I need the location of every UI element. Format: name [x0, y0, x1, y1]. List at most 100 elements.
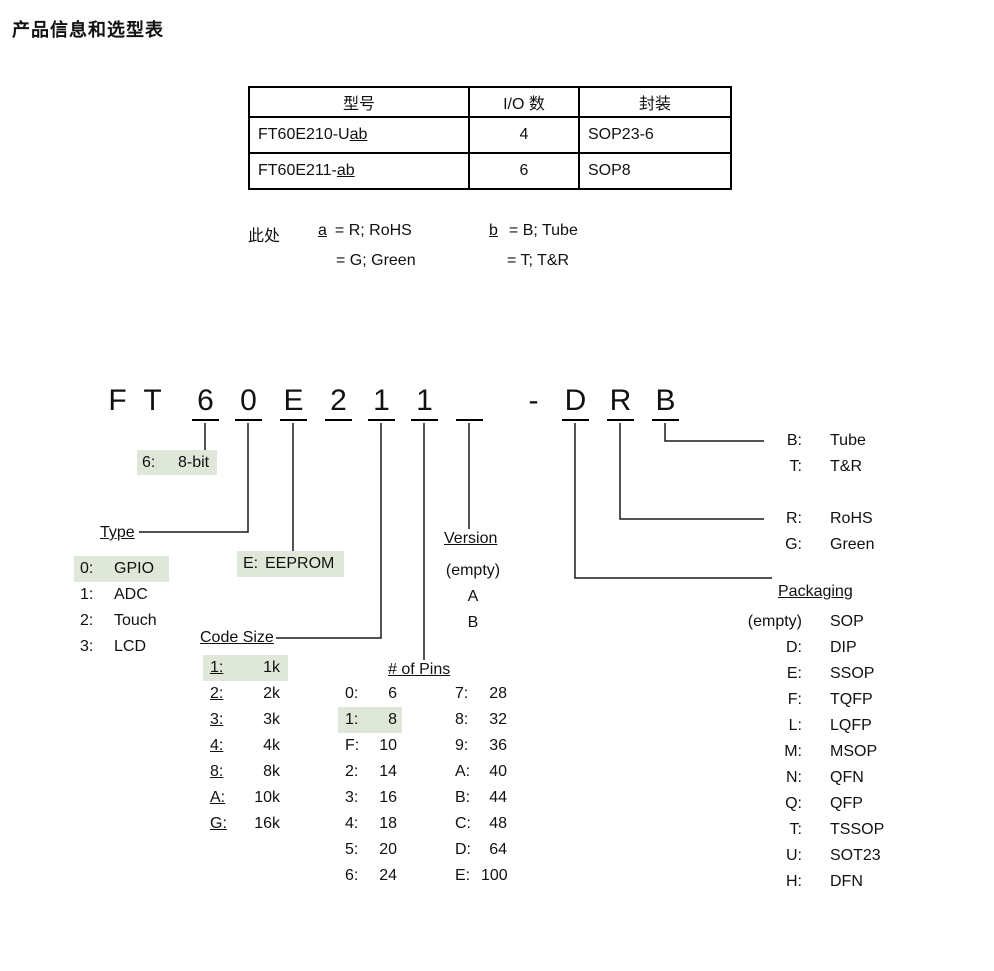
pins-key: B:	[455, 789, 471, 806]
pins-key: 3:	[345, 789, 359, 806]
note-label: 此处	[248, 228, 281, 245]
rohs-value: RoHS	[830, 510, 873, 527]
col-header-io: I/O 数	[468, 86, 580, 118]
pins-value: 28	[489, 685, 507, 702]
code-size-key: 2:	[210, 685, 224, 702]
rohs-legend: R:RoHS G:Green	[740, 506, 874, 558]
pn-char: 1	[411, 384, 438, 421]
pins-column-2: 7:28 8:32 9:36 A:40 B:44 C:48 D:64 E:100	[448, 681, 512, 889]
type-key: 2:	[80, 612, 94, 629]
pins-item-selected: 1: 8	[338, 707, 402, 733]
eeprom-value: EEPROM	[265, 555, 335, 572]
note-a-line1: a = R; RoHS	[318, 222, 412, 240]
note-b-line1: b = B; Tube	[489, 222, 578, 240]
pins-value: 64	[489, 841, 507, 858]
pins-key: 0:	[345, 685, 359, 702]
model-prefix: FT60E210-U	[258, 126, 350, 143]
packaging-key: T:	[789, 821, 802, 838]
selection-table: 型号 I/O 数 封装 FT60E210-Uab 4 SOP23-6 FT60E…	[248, 86, 732, 190]
code-size-value: 1k	[263, 659, 280, 676]
pins-item: 7: 28	[448, 681, 512, 707]
pn-char-dash: -	[528, 384, 539, 417]
code-size-value: 16k	[254, 815, 280, 832]
family-key: 6:	[142, 453, 156, 471]
col-header-model: 型号	[248, 86, 470, 118]
packaging-item: T: TSSOP	[740, 817, 885, 843]
type-key: 0:	[80, 560, 94, 577]
note-a-value1: = R; RoHS	[334, 222, 412, 239]
table-row: FT60E210-Uab 4 SOP23-6	[248, 116, 732, 154]
packaging-value: DFN	[830, 873, 863, 890]
note-b-key: b	[489, 222, 498, 239]
pins-key: D:	[455, 841, 471, 858]
packaging-item: E: SSOP	[740, 661, 884, 687]
model-cell: FT60E210-Uab	[248, 116, 470, 154]
rohs-value: Green	[830, 536, 875, 553]
packaging-value: QFP	[830, 795, 863, 812]
page-title: 产品信息和选型表	[12, 20, 164, 40]
pins-column-1: 0:6 1:8 F:10 2:14 3:16 4:18 5:20 6:24	[338, 681, 402, 889]
code-size-item: G:16k	[203, 811, 288, 837]
packaging-value: SSOP	[830, 665, 875, 682]
note-a-key: a	[318, 222, 327, 239]
pins-value: 16	[379, 789, 397, 806]
pins-value: 44	[489, 789, 507, 806]
packaging-value: TSSOP	[830, 821, 885, 838]
code-size-key: 4:	[210, 737, 224, 754]
type-key: 1:	[80, 586, 94, 603]
pins-item: B: 44	[448, 785, 512, 811]
pins-value: 32	[489, 711, 507, 728]
packaging-key: L:	[788, 717, 802, 734]
pins-value: 24	[379, 867, 397, 884]
family-legend: 6: 8-bit	[137, 450, 218, 475]
pins-item: 8: 32	[448, 707, 512, 733]
io-cell: 4	[468, 116, 580, 154]
packaging-value: SOT23	[830, 847, 881, 864]
note-b-value1: = B; Tube	[508, 222, 578, 239]
code-size-key: 1:	[210, 659, 224, 676]
packaging-item: M:MSOP	[740, 739, 884, 765]
pins-key: 1:	[345, 711, 359, 728]
connector-type	[139, 423, 249, 533]
pins-item: F:10	[338, 733, 402, 759]
pins-value: 8	[388, 711, 397, 728]
table-header-row: 型号 I/O 数 封装	[248, 86, 732, 118]
packaging-item: L:LQFP	[740, 713, 884, 739]
pins-key: 8:	[455, 711, 469, 728]
type-value: GPIO	[114, 560, 155, 577]
model-suffix-underlined: ab	[336, 162, 355, 179]
col-header-package: 封装	[578, 86, 732, 118]
pins-value: 6	[388, 685, 397, 702]
code-size-value: 3k	[263, 711, 280, 728]
packaging-key: (empty)	[747, 613, 802, 630]
pins-value: 10	[379, 737, 397, 754]
pn-char-blank	[456, 384, 483, 421]
pins-item: 6:24	[338, 863, 402, 889]
code-size-item: 3: 3k	[203, 707, 288, 733]
code-size-key: A:	[210, 789, 226, 806]
packaging-item: U:SOT23	[740, 843, 884, 869]
version-heading: Version	[444, 530, 498, 547]
tube-key: B:	[786, 432, 802, 449]
code-size-item-selected: 1: 1k	[203, 655, 288, 681]
packaging-item: H:DFN	[740, 869, 884, 895]
code-size-key: 3:	[210, 711, 224, 728]
code-size-heading: Code Size	[200, 629, 274, 646]
packaging-value: SOP	[830, 613, 864, 630]
io-cell: 6	[468, 152, 580, 190]
code-size-list: 1:1k 2:2k 3:3k 4:4k 8:8k A:10k G:16k	[203, 655, 288, 837]
pins-key: 7:	[455, 685, 469, 702]
pn-char: 0	[235, 384, 262, 421]
code-size-item: A:10k	[203, 785, 288, 811]
note-b-value2: = T; T&R	[507, 252, 570, 269]
packaging-item: N:QFN	[740, 765, 884, 791]
pins-item: E:100	[448, 863, 512, 889]
rohs-key: G:	[785, 536, 802, 553]
packaging-key: E:	[786, 665, 802, 682]
packaging-key: D:	[786, 639, 802, 656]
pn-char: B	[652, 384, 679, 421]
type-value: Touch	[114, 612, 157, 629]
pins-item: 5:20	[338, 837, 402, 863]
code-size-item: 4:4k	[203, 733, 288, 759]
